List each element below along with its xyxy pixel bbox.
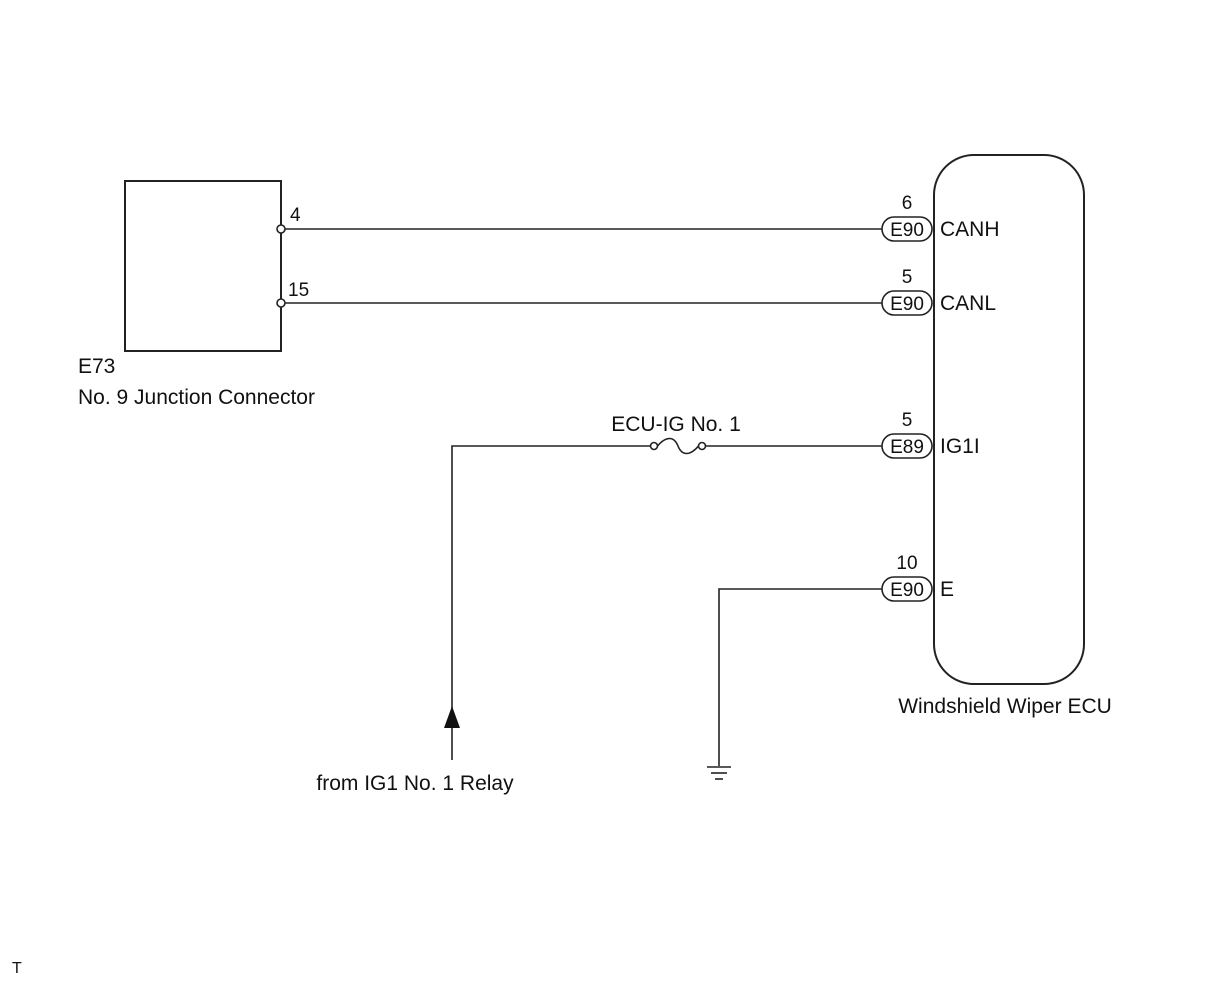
fuse-icon <box>656 437 700 455</box>
power-source-label: from IG1 No. 1 Relay <box>316 772 514 795</box>
wire-ground <box>718 588 882 766</box>
power-arrow-icon <box>444 706 460 728</box>
fuse-terminal-right <box>697 441 707 451</box>
connector-code-e: E90 <box>890 580 924 601</box>
pin-number-ig1i: 5 <box>902 410 913 431</box>
pin-number-e: 10 <box>896 553 917 574</box>
fuse-terminal-left <box>649 441 659 451</box>
signal-canl: CANL <box>940 292 996 315</box>
connector-code-ig1i: E89 <box>890 437 924 458</box>
ground-icon <box>707 766 731 780</box>
signal-e: E <box>940 578 954 601</box>
junction-pin-4-label: 4 <box>290 205 301 226</box>
pin-number-canl: 5 <box>902 267 913 288</box>
connector-code-canl: E90 <box>890 294 924 315</box>
pin-terminal-15 <box>276 298 286 308</box>
pin-terminal-4 <box>276 224 286 234</box>
wire-ig1-left <box>451 445 654 712</box>
junction-pin-15-label: 15 <box>288 280 309 301</box>
ecu-box <box>933 154 1085 685</box>
connector-code-canh: E90 <box>890 220 924 241</box>
pin-number-canh: 6 <box>902 193 913 214</box>
ecu-name: Windshield Wiper ECU <box>898 695 1112 718</box>
connector-badge-canl <box>881 290 933 316</box>
fuse-label: ECU-IG No. 1 <box>611 413 741 436</box>
signal-ig1i: IG1I <box>940 435 980 458</box>
signal-canh: CANH <box>940 218 1000 241</box>
corner-mark: T <box>12 960 22 977</box>
junction-connector-code: E73 <box>78 355 115 378</box>
junction-connector-name: No. 9 Junction Connector <box>78 386 315 409</box>
connector-badge-canh <box>881 216 933 242</box>
junction-connector-box <box>124 180 282 352</box>
